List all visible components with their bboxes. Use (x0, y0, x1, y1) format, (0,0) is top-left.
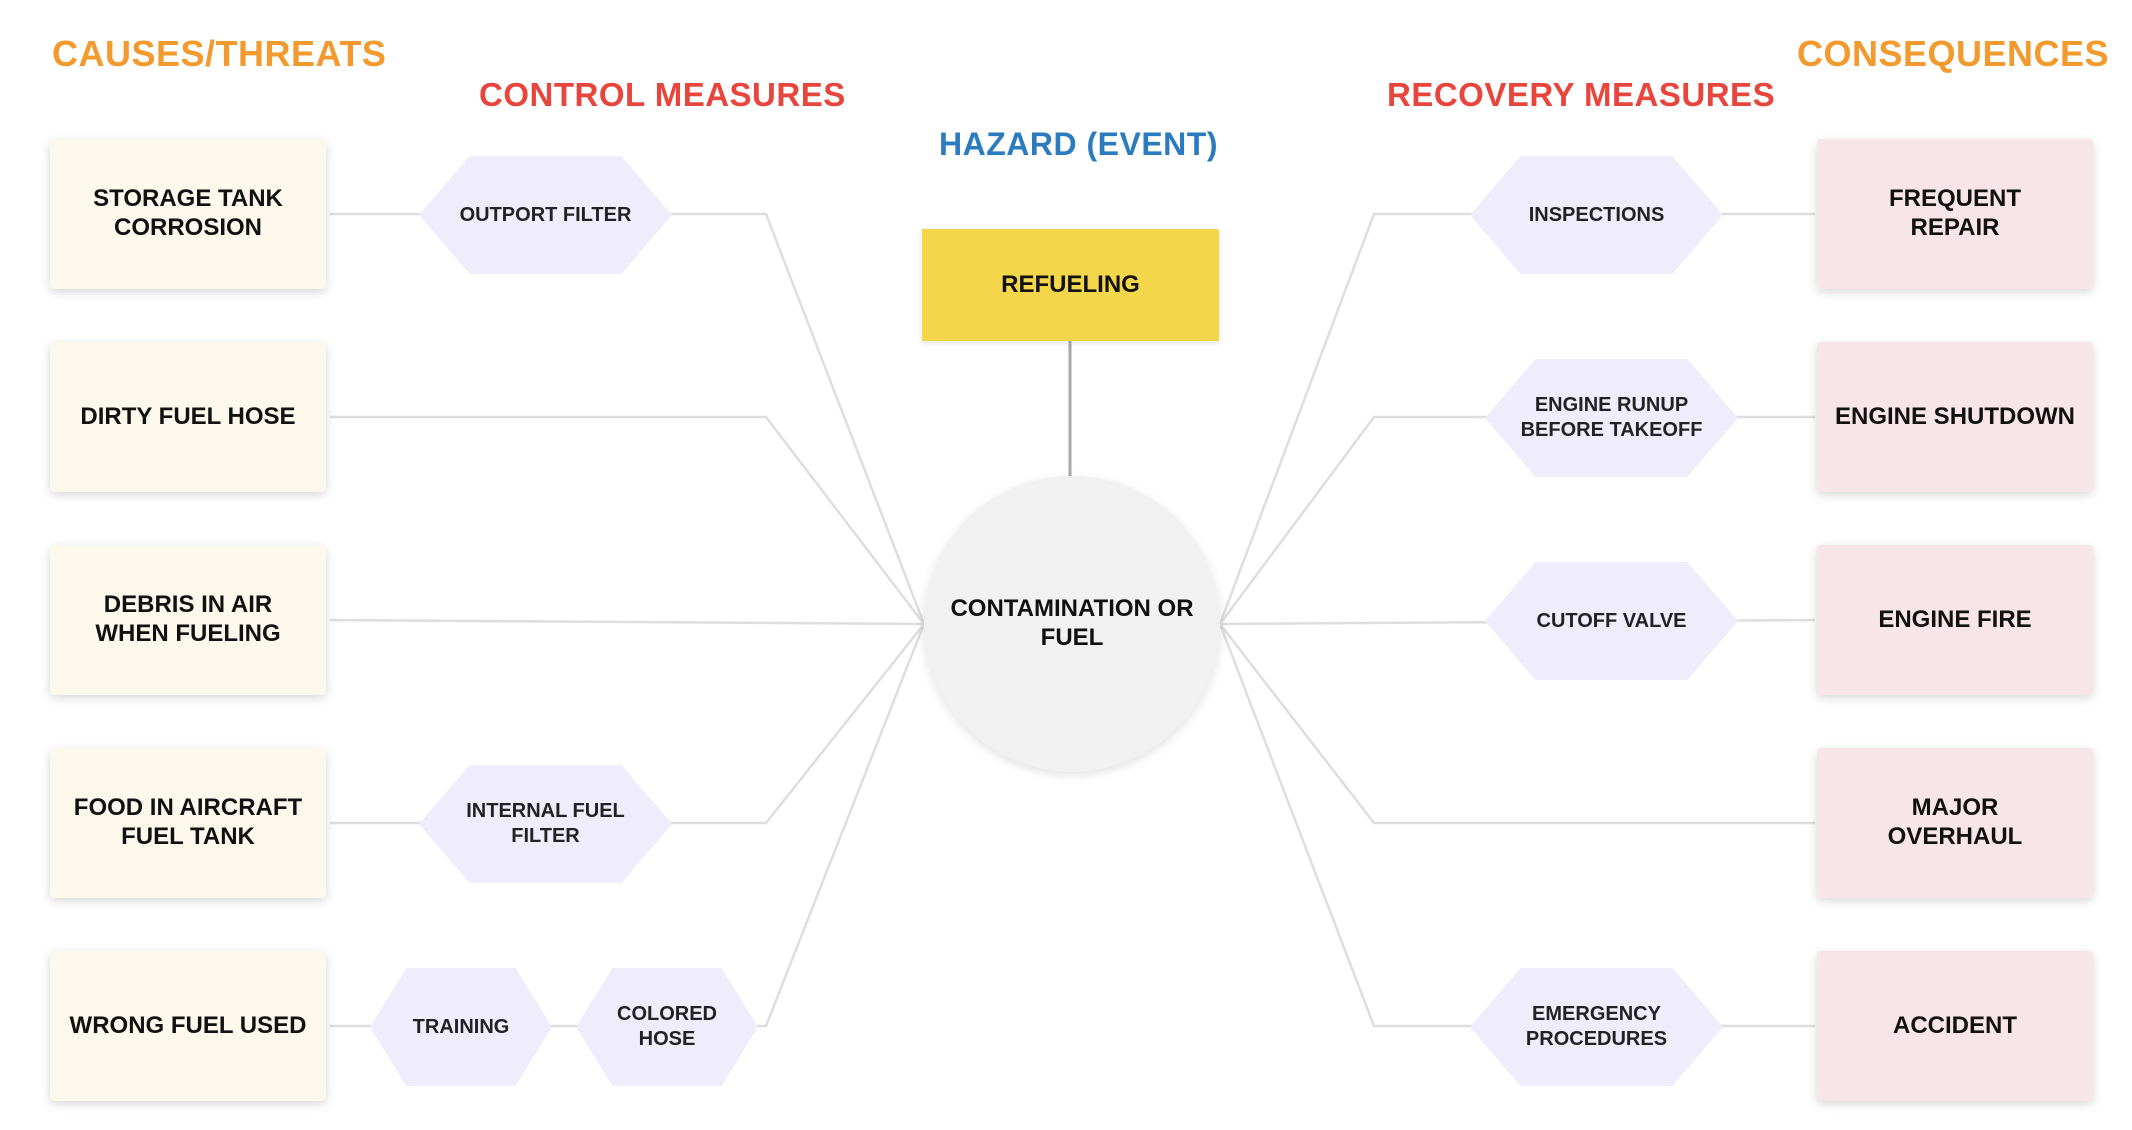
connector-cause-3 (329, 618, 925, 626)
recovery-measures-heading: RECOVERY MEASURES (1387, 76, 1776, 113)
cause-box: FOOD IN AIRCRAFT FUEL TANK (50, 748, 326, 898)
connector-conseq-5 (1218, 623, 1815, 1028)
consequence-box: FREQUENT REPAIR (1817, 139, 2093, 289)
control-measure-training: TRAINING (370, 968, 552, 1086)
recovery-measure-cutoff-valve: CUTOFF VALVE (1485, 562, 1738, 680)
top-event-circle: CONTAMINATION OR FUEL (924, 476, 1220, 772)
causes-heading: CAUSES/THREATS (52, 33, 387, 74)
consequence-box: ENGINE FIRE (1817, 545, 2093, 695)
consequences-heading: CONSEQUENCES (1797, 33, 2110, 74)
recovery-measure-emergency-procedures: EMERGENCY PROCEDURES (1470, 968, 1723, 1086)
consequence-box: ENGINE SHUTDOWN (1817, 342, 2093, 492)
cause-box: DEBRIS IN AIR WHEN FUELING (50, 545, 326, 695)
hazard-box: REFUELING (922, 229, 1219, 341)
control-measures-heading: CONTROL MEASURES (479, 76, 846, 113)
hazard-heading: HAZARD (EVENT) (939, 126, 1218, 162)
cause-box: STORAGE TANK CORROSION (50, 139, 326, 289)
recovery-measure-inspections: INSPECTIONS (1470, 156, 1723, 274)
control-measure-internal-fuel-filter: INTERNAL FUEL FILTER (419, 765, 672, 883)
recovery-measure-engine-runup: ENGINE RUNUP BEFORE TAKEOFF (1485, 359, 1738, 477)
connector-cause-1 (330, 212, 926, 625)
control-measure-outport-filter: OUTPORT FILTER (419, 156, 672, 274)
cause-box: WRONG FUEL USED (50, 951, 326, 1101)
consequence-box: MAJOR OVERHAUL (1817, 748, 2093, 898)
consequence-box: ACCIDENT (1817, 951, 2093, 1101)
connector-conseq-4 (1219, 623, 1815, 825)
control-measure-colored-hose: COLORED HOSE (576, 968, 758, 1086)
cause-box: DIRTY FUEL HOSE (50, 342, 326, 492)
connector-cause-2 (330, 415, 925, 625)
